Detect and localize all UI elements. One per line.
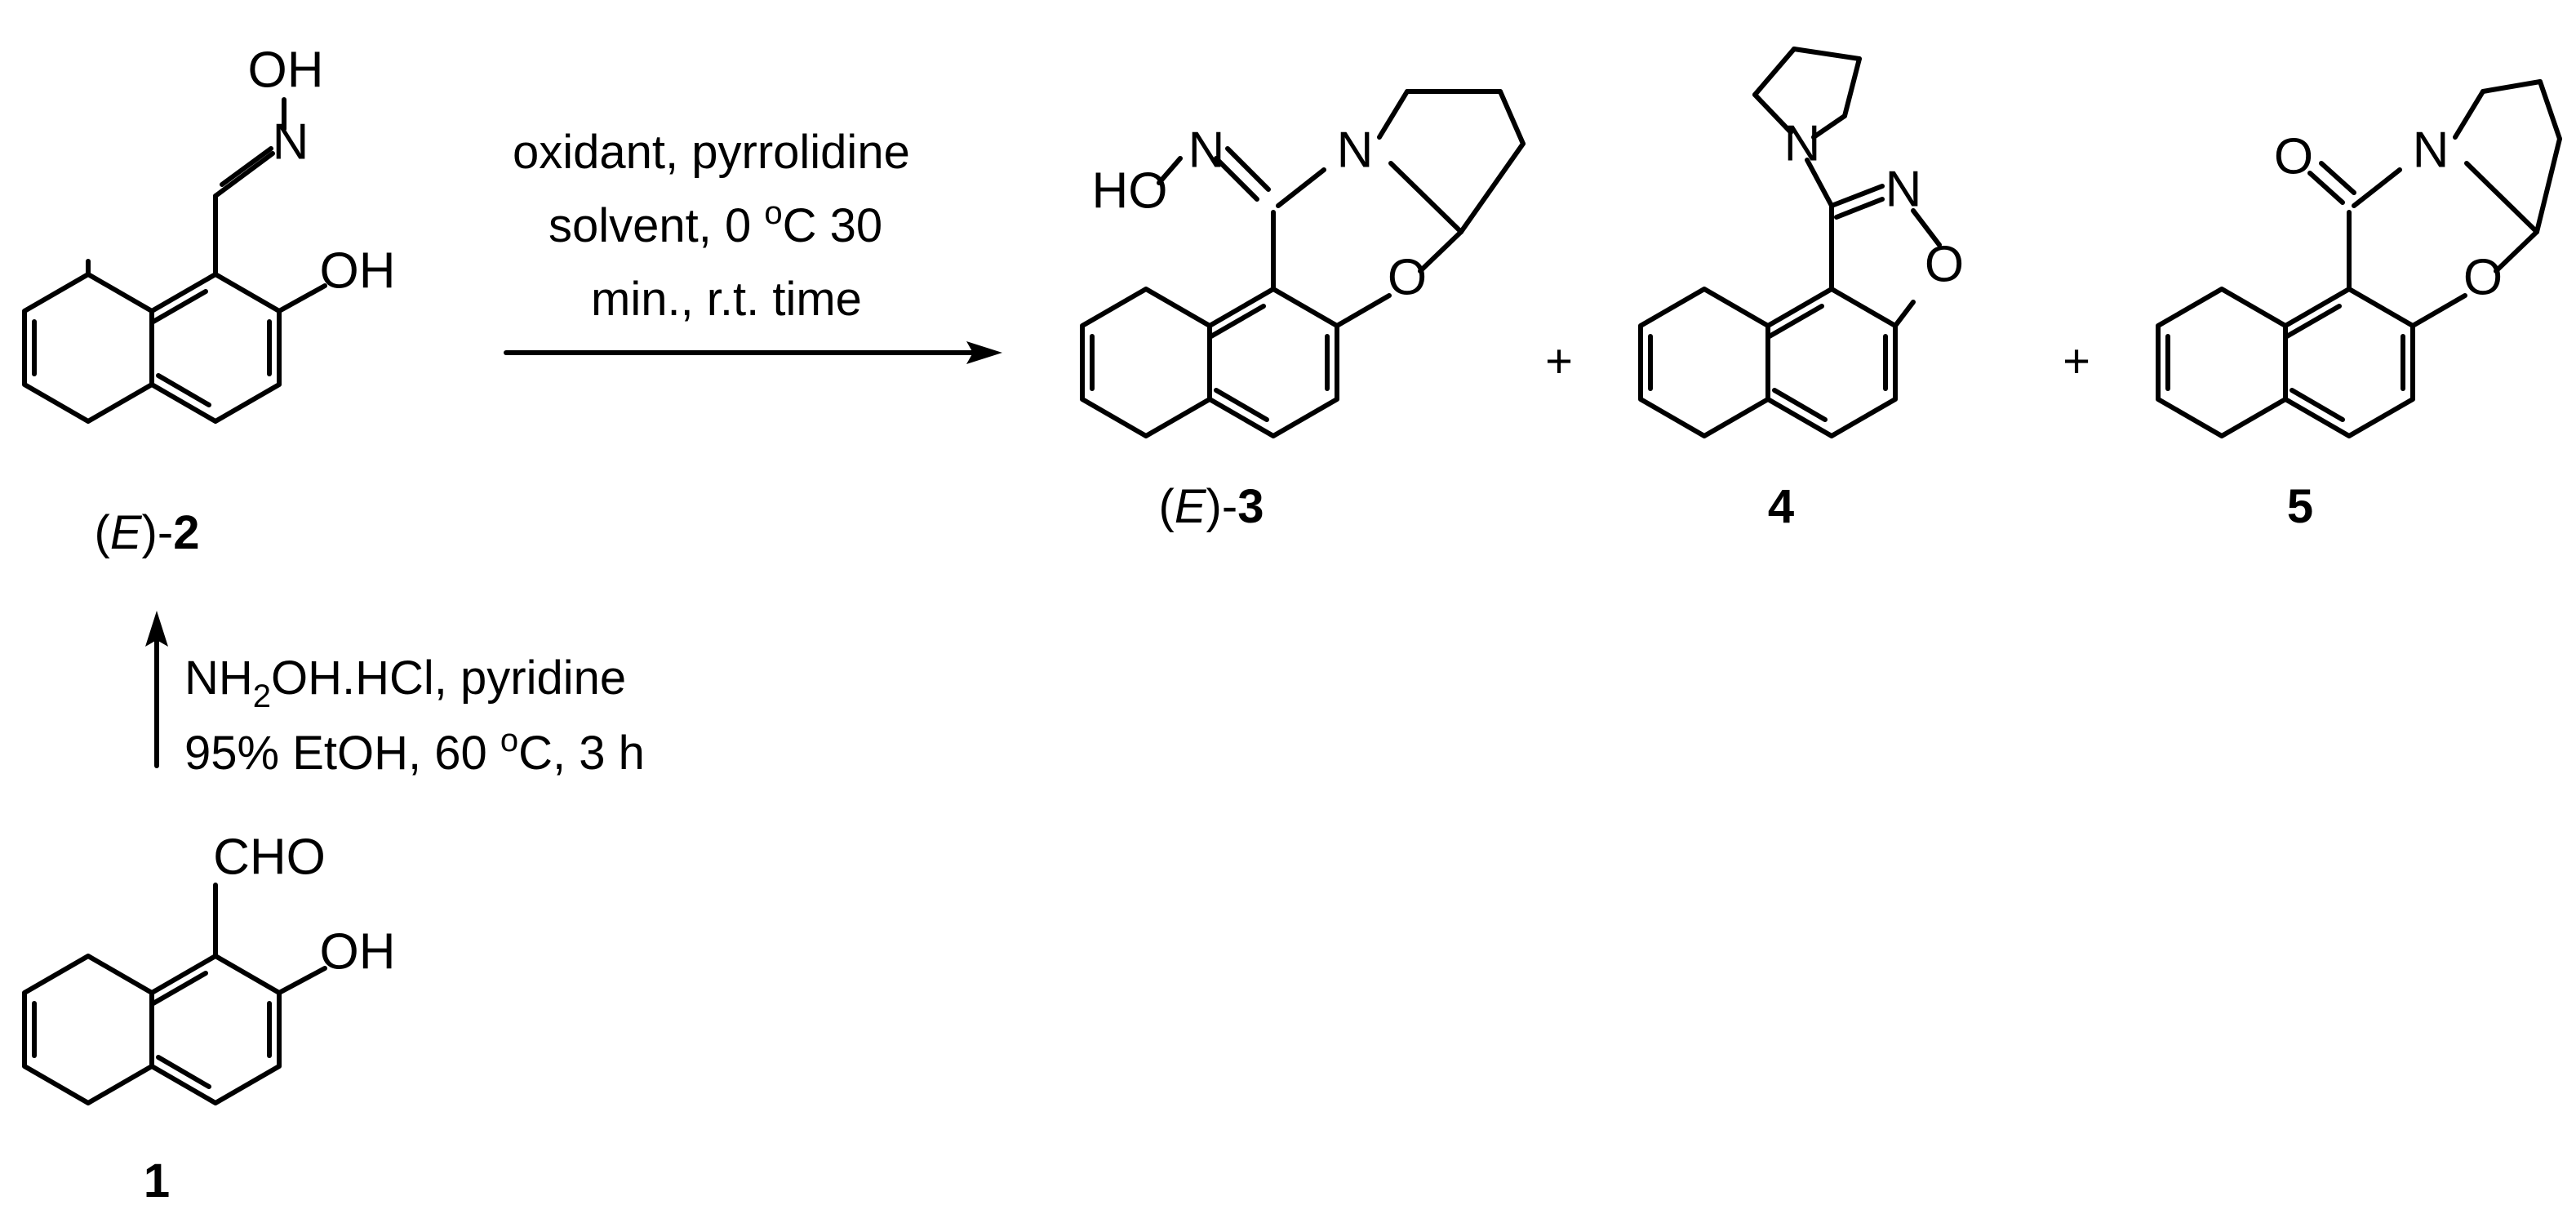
compound-4-structure: N N O: [1638, 47, 1964, 438]
oxime-condition-line1: NH2OH.HCl, pyridine: [184, 652, 626, 714]
main-reaction-arrow: [504, 341, 1002, 364]
compound-1-structure: CHO OH: [22, 829, 396, 1105]
compound-e3-structure: N HO N O: [1080, 89, 1526, 438]
ring-oh-label: OH: [320, 242, 396, 299]
compound-e2-label: (E)-2: [95, 506, 200, 559]
main-condition-line3: min., r.t. time: [591, 273, 862, 326]
compound-e3-label: (E)-3: [1159, 480, 1264, 533]
e3-n-oxime-label: N: [1188, 122, 1225, 178]
compound-4-label: 4: [1768, 480, 1794, 533]
main-condition-line2: solvent, 0 oC 30: [549, 195, 882, 252]
plus-sign-2: +: [2063, 335, 2090, 388]
oxime-n-label: N: [273, 113, 309, 170]
e3-o-ring-label: O: [1388, 249, 1427, 305]
c5-o-ring-label: O: [2463, 249, 2503, 305]
e3-ho-label: HO: [1092, 162, 1168, 219]
oxime-oh-label: OH: [248, 42, 324, 98]
c4-n-pyrrolidine-label: N: [1784, 115, 1821, 171]
compound-1-label: 1: [144, 1154, 170, 1207]
c1-oh-label: OH: [320, 923, 396, 980]
oxime-condition-line2: 95% EtOH, 60 oC, 3 h: [184, 723, 645, 780]
compound-e2-structure: OH N OH: [22, 42, 396, 424]
c5-o-carbonyl-label: O: [2274, 128, 2313, 185]
main-condition-line1: oxidant, pyrrolidine: [513, 126, 910, 179]
compound-5-structure: O N O: [2156, 79, 2562, 438]
c1-cho-label: CHO: [213, 829, 326, 885]
c4-o-isoxazole-label: O: [1925, 236, 1964, 292]
oxime-formation-arrow: [145, 611, 168, 768]
plus-sign-1: +: [1545, 335, 1573, 388]
e3-n-ring-label: N: [1337, 122, 1374, 178]
c5-n-ring-label: N: [2413, 122, 2449, 178]
c4-n-isoxazole-label: N: [1885, 161, 1922, 217]
compound-5-label: 5: [2287, 480, 2313, 533]
